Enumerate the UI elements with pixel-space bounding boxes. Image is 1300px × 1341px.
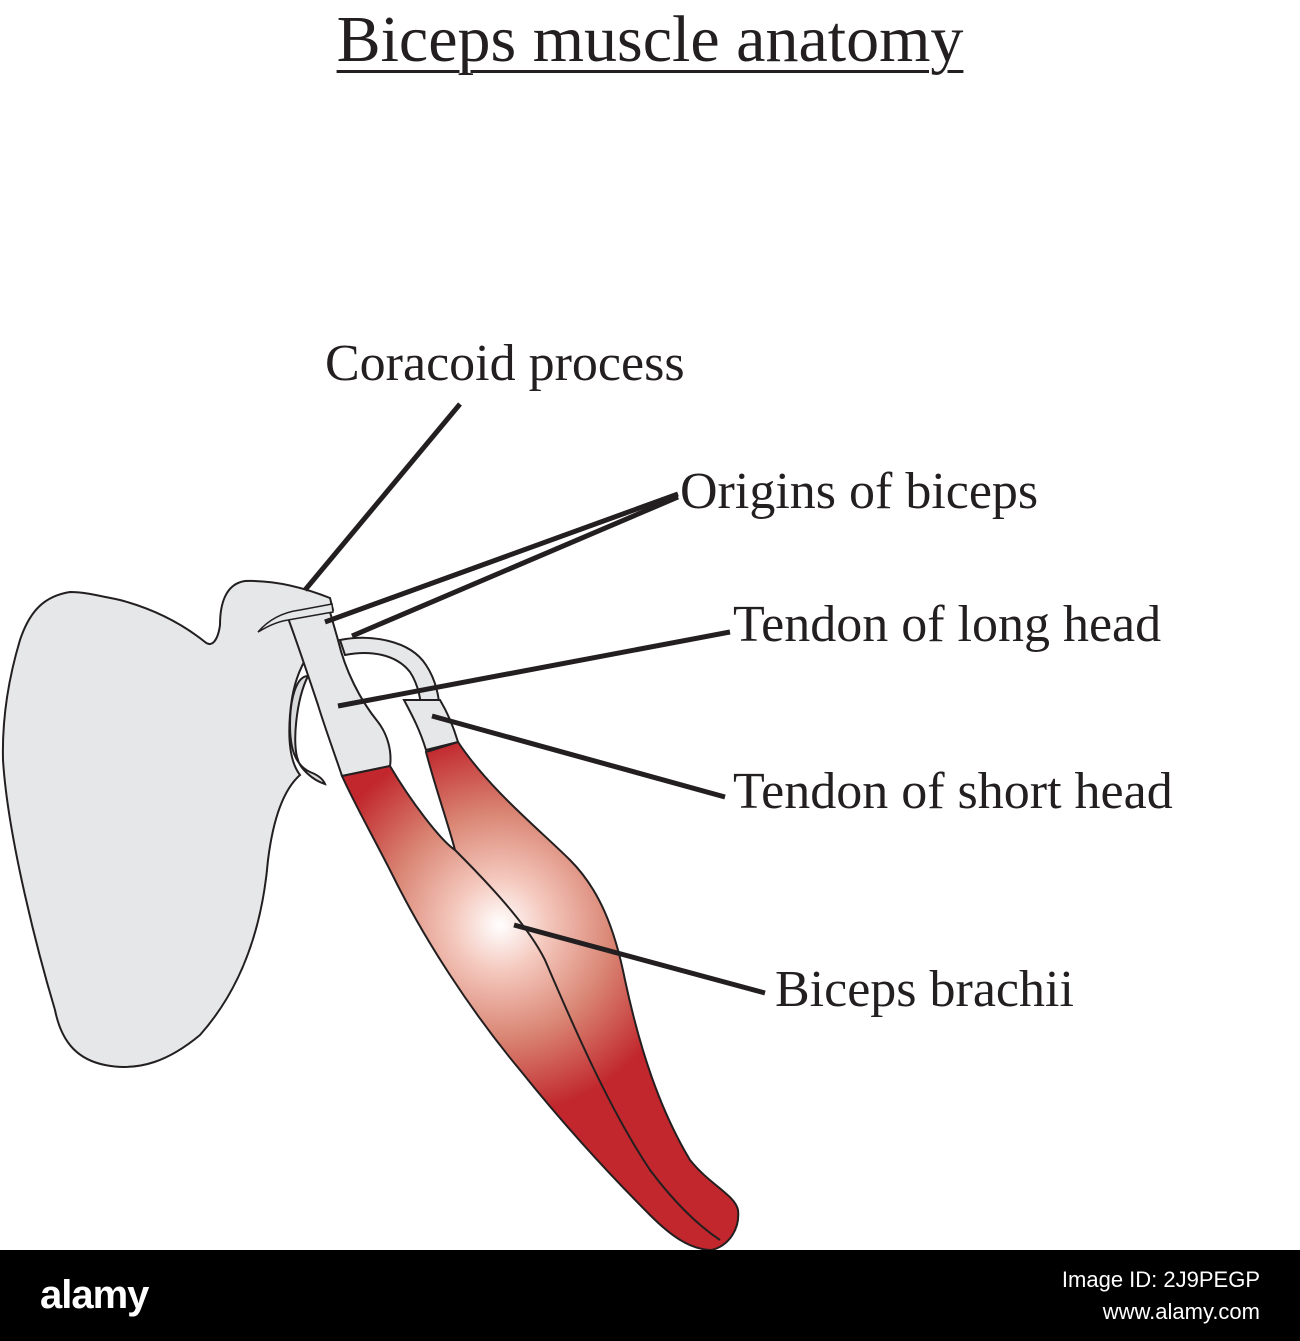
diagram-title: Biceps muscle anatomy <box>0 0 1300 80</box>
image-id-text: Image ID: 2J9PEGP <box>1061 1267 1260 1292</box>
leader-biceps-brachii <box>513 922 766 996</box>
watermark-bar <box>0 1250 1300 1341</box>
alamy-logo: alamy <box>40 1273 149 1317</box>
label-tendon-of-short-head: Tendon of short head <box>733 763 1173 820</box>
short-head-tendon-lower <box>402 699 460 752</box>
title-text: Biceps muscle anatomy <box>336 3 964 76</box>
label-origins-of-biceps: Origins of biceps <box>680 463 1039 520</box>
anatomy-illustration <box>1 402 766 1250</box>
short-head-tendon <box>286 610 392 778</box>
label-coracoid-process: Coracoid process <box>325 335 685 392</box>
leader-origins-2 <box>351 494 679 639</box>
leader-coracoid-process <box>303 402 462 592</box>
label-tendon-of-long-head: Tendon of long head <box>733 596 1162 653</box>
site-url-text: www.alamy.com <box>1102 1299 1260 1324</box>
muscle-head-division <box>454 849 721 1241</box>
glenoid-cavity <box>288 674 327 786</box>
coracoid-process <box>257 603 334 633</box>
leader-origins-1 <box>324 491 679 625</box>
leader-tendon-long-head <box>337 629 731 709</box>
biceps-brachii-muscle <box>340 740 740 1250</box>
scapula-bone <box>1 579 335 1068</box>
leader-lines <box>303 402 766 996</box>
label-biceps-brachii: Biceps brachii <box>775 961 1074 1018</box>
leader-tendon-short-head <box>431 713 726 800</box>
